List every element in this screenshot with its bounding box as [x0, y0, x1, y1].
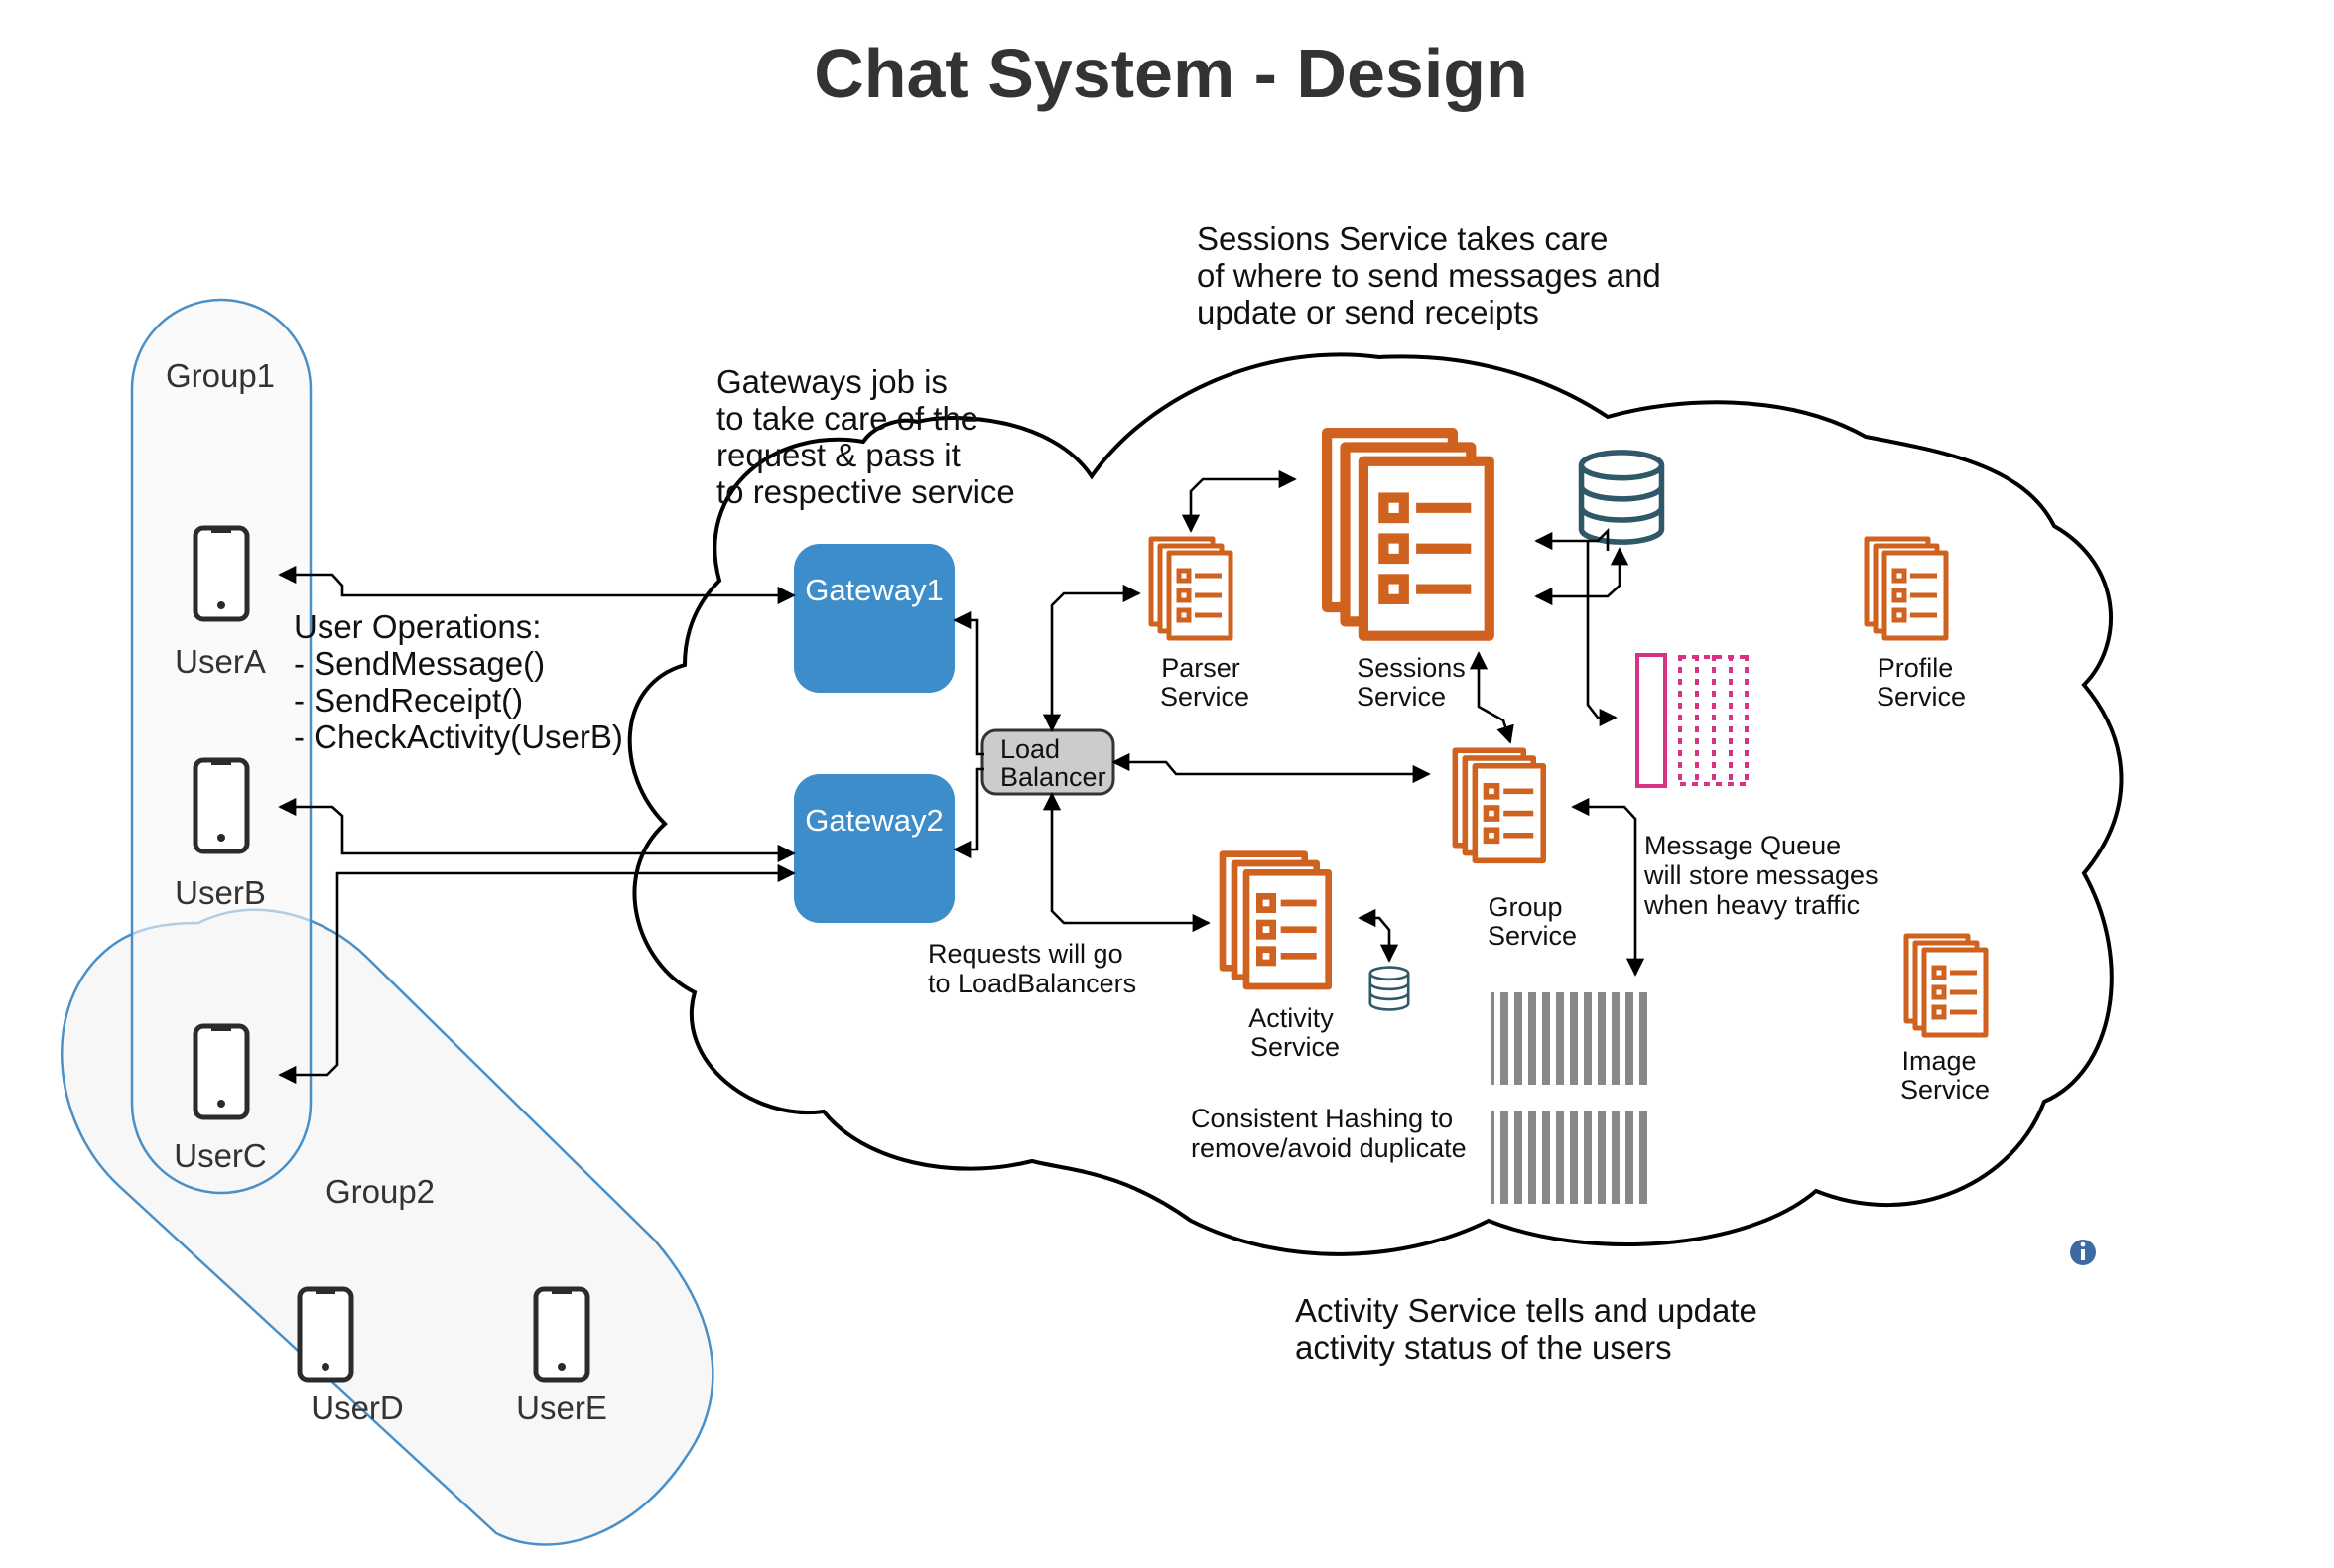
profile-service-label: Profile	[1878, 653, 1954, 683]
connector-gateway1-lb	[953, 610, 984, 756]
connector-usera-gateway1	[278, 565, 796, 605]
user-d-label: UserD	[311, 1389, 404, 1426]
parser-service-icon[interactable]	[1151, 539, 1231, 638]
sessions-note-line: update or send receipts	[1197, 294, 1539, 330]
mobile-phone-icon	[536, 1289, 587, 1380]
queue-note-line: when heavy traffic	[1643, 890, 1860, 920]
group-service-icon[interactable]	[1455, 750, 1543, 860]
queue-note-line: Message Queue	[1644, 831, 1841, 860]
user-operation-item: - SendMessage()	[294, 645, 545, 682]
connector-sessions-db	[1534, 527, 1610, 551]
connector-lb-parser	[1042, 584, 1141, 732]
mobile-phone-icon	[195, 528, 247, 619]
message-queue-icon	[1491, 1111, 1653, 1204]
profile-service-icon[interactable]	[1867, 539, 1946, 638]
sessions-note-line: of where to send messages and	[1197, 257, 1661, 294]
gateway-note-line: to respective service	[716, 473, 1015, 510]
requests-note-line: Requests will go	[928, 939, 1123, 969]
user-e-label: UserE	[516, 1389, 607, 1426]
connector-sessions-db	[1534, 547, 1629, 606]
user-operation-item: - CheckActivity(UserB)	[294, 719, 623, 755]
connector-lb-group	[1111, 752, 1431, 784]
queue-note-line: will store messages	[1643, 860, 1879, 890]
connector-sessions-group	[1469, 651, 1514, 744]
gateway1-label: Gateway1	[805, 573, 944, 607]
sessions-service-icon[interactable]	[1327, 433, 1490, 636]
connector-userb-gateway2	[278, 797, 796, 863]
hashing-note-line: remove/avoid duplicate	[1191, 1133, 1467, 1163]
user-c-label: UserC	[174, 1137, 267, 1174]
gateway2-box[interactable]	[794, 774, 955, 923]
connector-gateway2-lb	[953, 767, 984, 859]
user-operation-item: - SendReceipt()	[294, 682, 523, 719]
user-operations-heading: User Operations:	[294, 608, 541, 645]
connector-sessions-queue	[1586, 541, 1618, 727]
gateway-note-line: request & pass it	[716, 437, 961, 473]
info-icon[interactable]	[2070, 1240, 2096, 1265]
activity-note-line: activity status of the users	[1295, 1329, 1672, 1366]
connectors	[278, 469, 1645, 1085]
requests-note-line: to LoadBalancers	[928, 969, 1136, 998]
hashing-note-line: Consistent Hashing to	[1191, 1104, 1453, 1133]
mobile-phone-icon	[300, 1289, 351, 1380]
user-a-label: UserA	[175, 643, 266, 680]
activity-note-line: Activity Service tells and update	[1295, 1292, 1757, 1329]
connector-activity-db	[1358, 908, 1399, 963]
activity-service-icon[interactable]	[1223, 854, 1329, 986]
profile-service-label: Service	[1877, 682, 1966, 712]
gateway1-box[interactable]	[794, 544, 955, 693]
database-icon	[1582, 453, 1662, 542]
parser-service-label: Parser	[1161, 653, 1240, 683]
load-balancer-label-line: Load	[1000, 734, 1060, 764]
connector-userc-gateway2	[278, 863, 796, 1085]
activity-service-label: Activity	[1248, 1003, 1334, 1033]
group1-label: Group1	[166, 357, 275, 394]
group1-boundary	[130, 298, 313, 1195]
gateway-note-line: to take care of the	[716, 400, 978, 437]
mobile-phone-icon	[195, 1026, 247, 1117]
sessions-note-line: Sessions Service takes care	[1197, 220, 1609, 257]
sessions-service-label: Sessions	[1357, 653, 1466, 683]
sessions-service-label: Service	[1357, 682, 1446, 712]
database-icon	[1368, 966, 1410, 1011]
image-service-label: Image	[1901, 1046, 1976, 1076]
parser-service-label: Service	[1160, 682, 1249, 712]
group-service-label: Service	[1488, 921, 1577, 951]
group-service-label: Group	[1488, 892, 1562, 922]
image-service-icon[interactable]	[1906, 936, 1986, 1035]
image-service-label: Service	[1900, 1075, 1990, 1105]
connector-lb-activity	[1042, 792, 1211, 933]
page-title: Chat System - Design	[814, 35, 1528, 112]
connector-group-queue	[1571, 797, 1645, 977]
mobile-phone-icon	[195, 760, 247, 851]
message-queue-icon	[1491, 992, 1653, 1085]
load-balancer-label-line: Balancer	[1000, 762, 1106, 792]
user-b-label: UserB	[175, 874, 266, 911]
group2-label: Group2	[325, 1173, 435, 1210]
gateway2-label: Gateway2	[805, 803, 944, 838]
gateway-note-line: Gateways job is	[716, 363, 948, 400]
connector-parser-sessions	[1181, 469, 1297, 533]
activity-service-label: Service	[1250, 1032, 1340, 1062]
message-queue-icon	[1635, 653, 1749, 788]
